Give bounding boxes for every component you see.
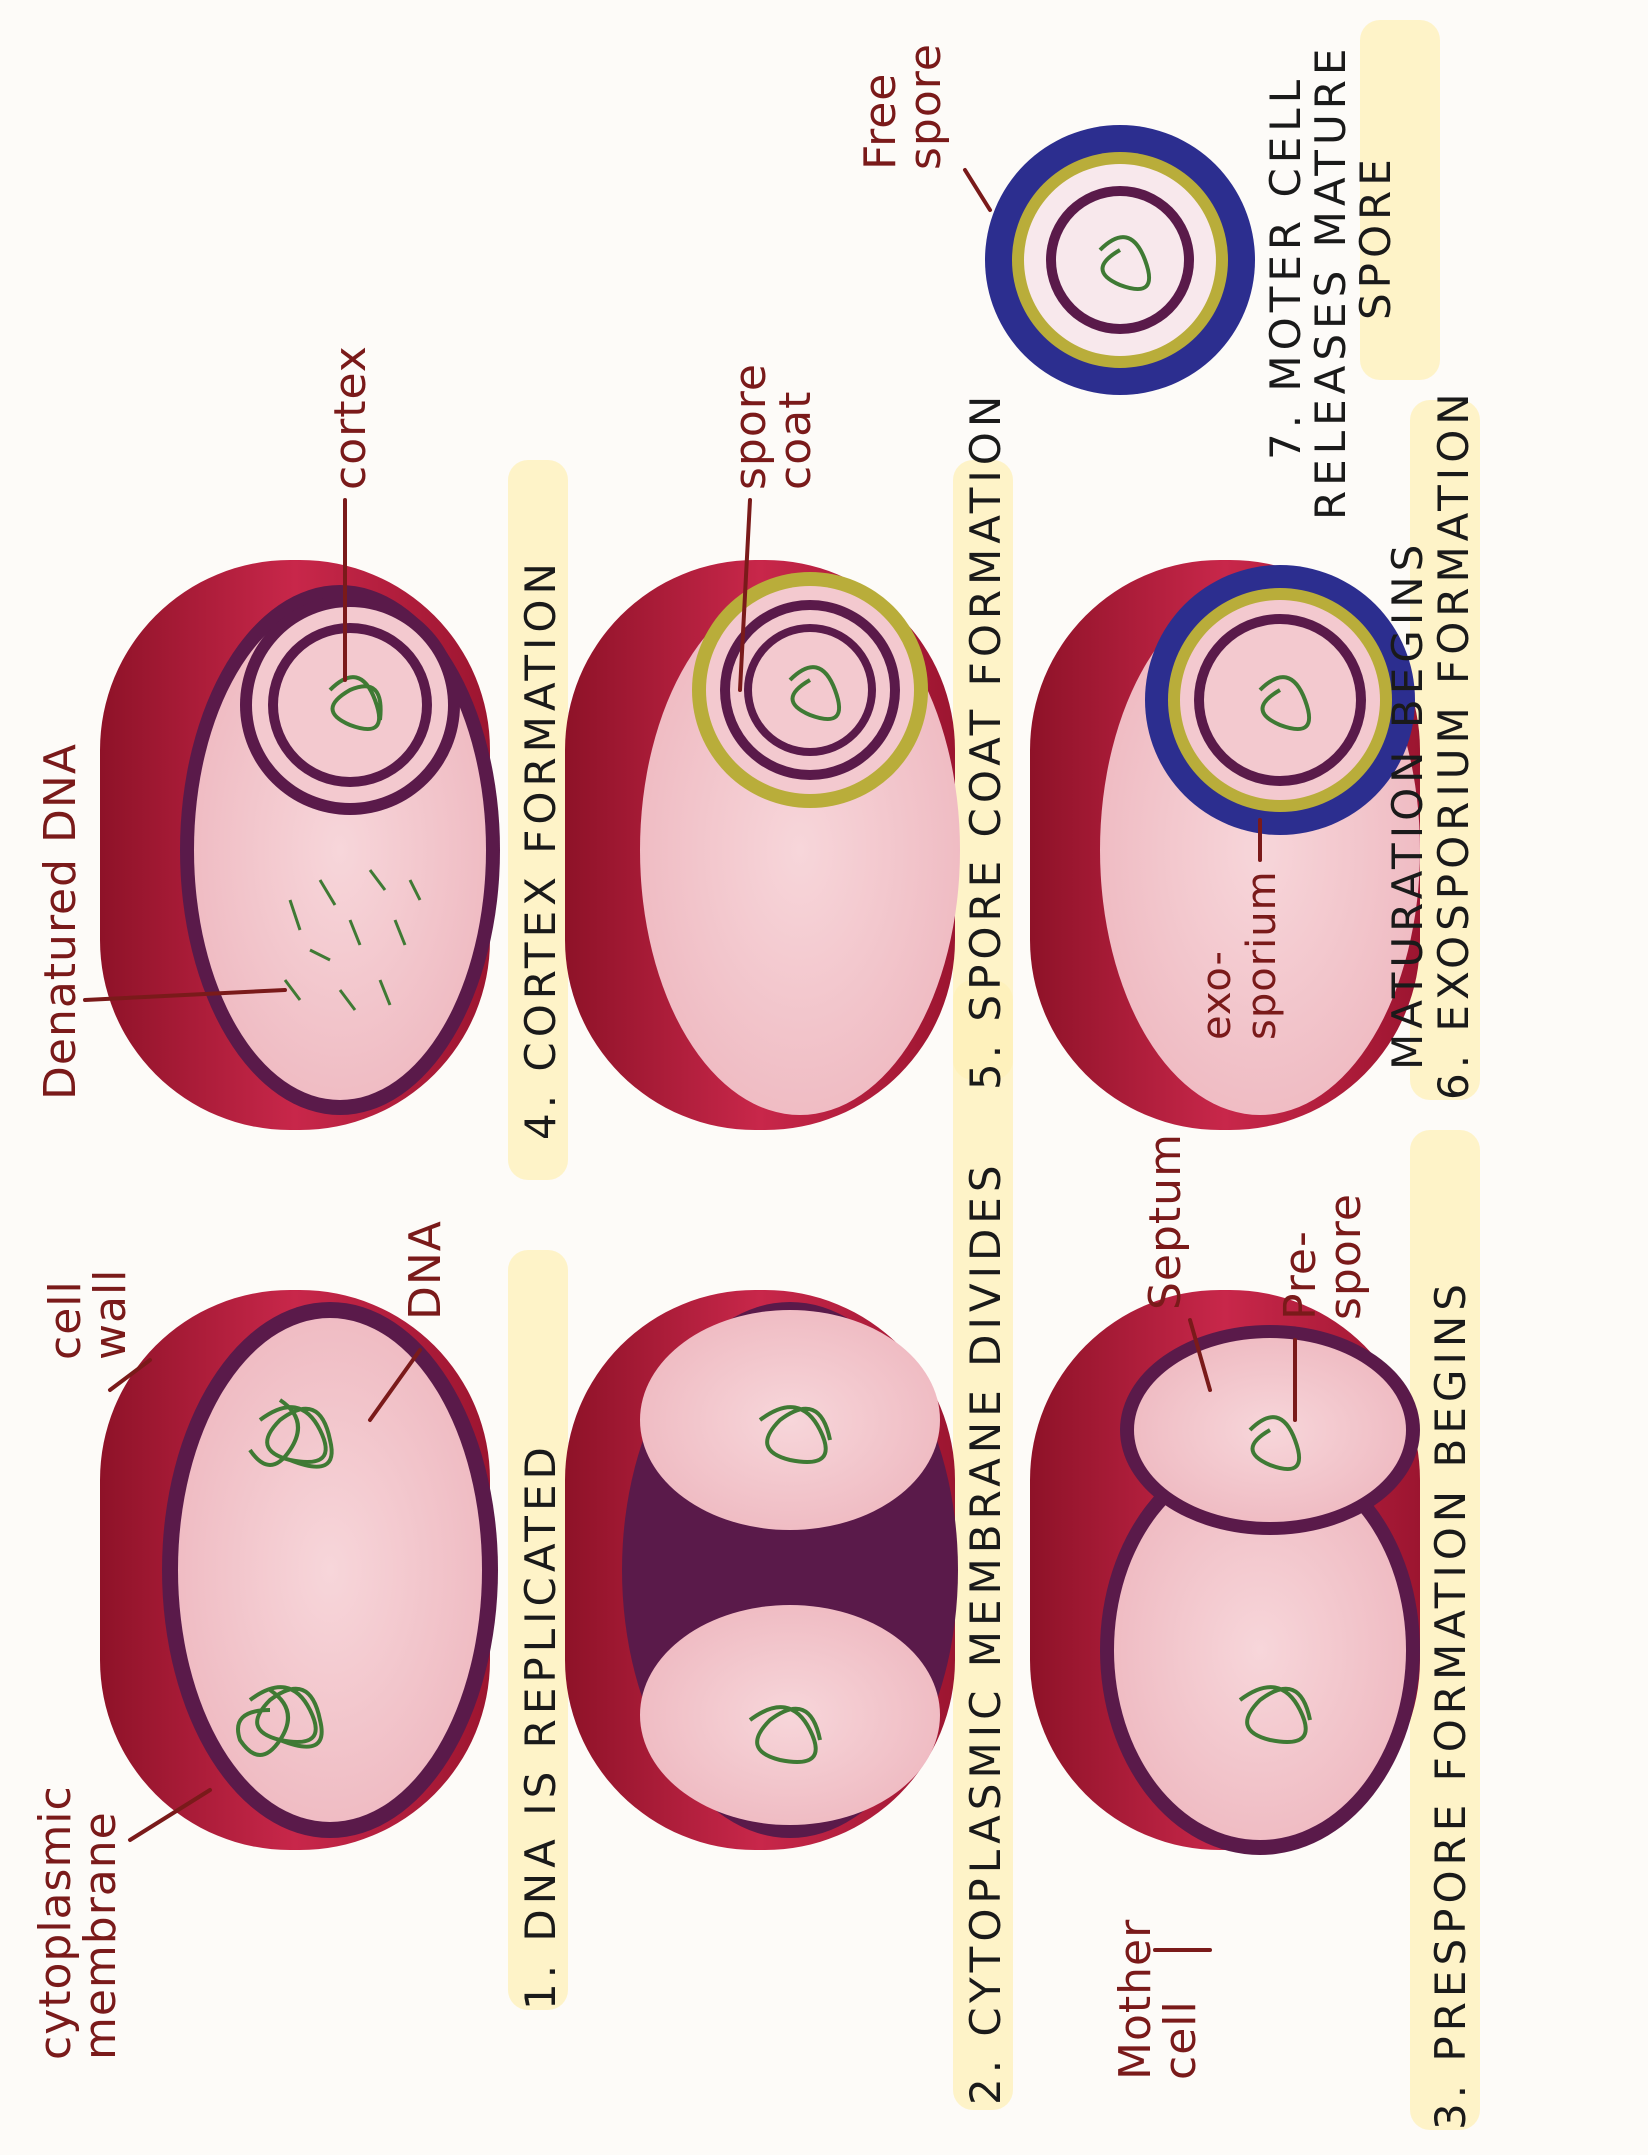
label-cytoplasmic-membrane: cytoplasmic membrane [30, 1785, 126, 2060]
svg-text:Free: Free [855, 73, 906, 170]
svg-text:SPORE: SPORE [1351, 154, 1400, 320]
label-exosporium: exo- sporium [1194, 870, 1285, 1040]
cell-3-prespore-formation [1030, 1290, 1420, 1855]
dna-icon [1258, 675, 1311, 731]
cell-4-cortex-formation [100, 560, 500, 1130]
label-mother-cell: Mother cell [1110, 1919, 1206, 2080]
svg-text:exo-: exo- [1194, 950, 1240, 1040]
svg-text:Mother: Mother [1110, 1919, 1161, 2080]
dna-icon [748, 1405, 832, 1764]
free-spore [985, 125, 1255, 395]
step-4-caption: 4. CORTEX FORMATION [516, 558, 565, 1140]
cell-1-dna-replicated [100, 1290, 498, 1850]
svg-text:membrane: membrane [75, 1811, 126, 2060]
label-free-spore: Free spore [855, 43, 951, 170]
svg-text:RELEASES MATURE: RELEASES MATURE [1306, 44, 1355, 520]
label-denatured-dna: Denatured DNA [35, 743, 86, 1100]
cell-6-exosporium-formation [1030, 560, 1420, 1130]
svg-text:cell: cell [1155, 2000, 1206, 2080]
svg-text:cytoplasmic: cytoplasmic [30, 1785, 81, 2060]
svg-text:spore: spore [1320, 1193, 1371, 1320]
svg-text:wall: wall [85, 1269, 136, 1360]
label-cell-wall: cell wall [40, 1269, 136, 1360]
dna-icon [788, 665, 841, 721]
svg-text:MATURATION BEGINS: MATURATION BEGINS [1383, 540, 1432, 1070]
step-7-caption: 7. MOTER CELL RELEASES MATURE SPORE [1261, 44, 1400, 520]
step-2-caption: 2. CYTOPLASMIC MEMBRANE DIVIDES [961, 1161, 1010, 2106]
cell-5-spore-coat-formation [565, 560, 960, 1130]
denatured-dna-icon [283, 869, 422, 1011]
label-spore-coat: spore coat [725, 363, 821, 490]
dna-icon [236, 1398, 334, 1757]
dna-icon [1238, 1415, 1312, 1744]
dna-icon [328, 675, 383, 731]
svg-text:spore: spore [725, 363, 776, 490]
step-6-caption: MATURATION BEGINS 6. EXOSPORIUM FORMATIO… [1383, 388, 1478, 1100]
label-cortex: cortex [325, 345, 376, 490]
step-5-caption: 5. SPORE COAT FORMATION [961, 391, 1010, 1090]
svg-text:spore: spore [900, 43, 951, 170]
cell-2-membrane-divides [565, 1290, 958, 1850]
svg-text:7. MOTER CELL: 7. MOTER CELL [1261, 75, 1310, 460]
svg-text:coat: coat [770, 391, 821, 490]
label-dna: DNA [400, 1220, 451, 1320]
svg-text:sporium: sporium [1239, 870, 1285, 1040]
step-3-caption: 3. PRESPORE FORMATION BEGINS [1426, 1279, 1475, 2130]
step-1-caption: 1. DNA IS REPLICATED [516, 1442, 565, 2010]
label-pre-spore: Pre- spore [1275, 1193, 1371, 1320]
dna-icon [1098, 235, 1151, 291]
svg-text:Pre-: Pre- [1275, 1230, 1326, 1320]
svg-text:6. EXOSPORIUM FORMATION: 6. EXOSPORIUM FORMATION [1429, 388, 1478, 1100]
svg-text:cell: cell [40, 1280, 91, 1360]
label-septum: Septum [1140, 1133, 1191, 1310]
